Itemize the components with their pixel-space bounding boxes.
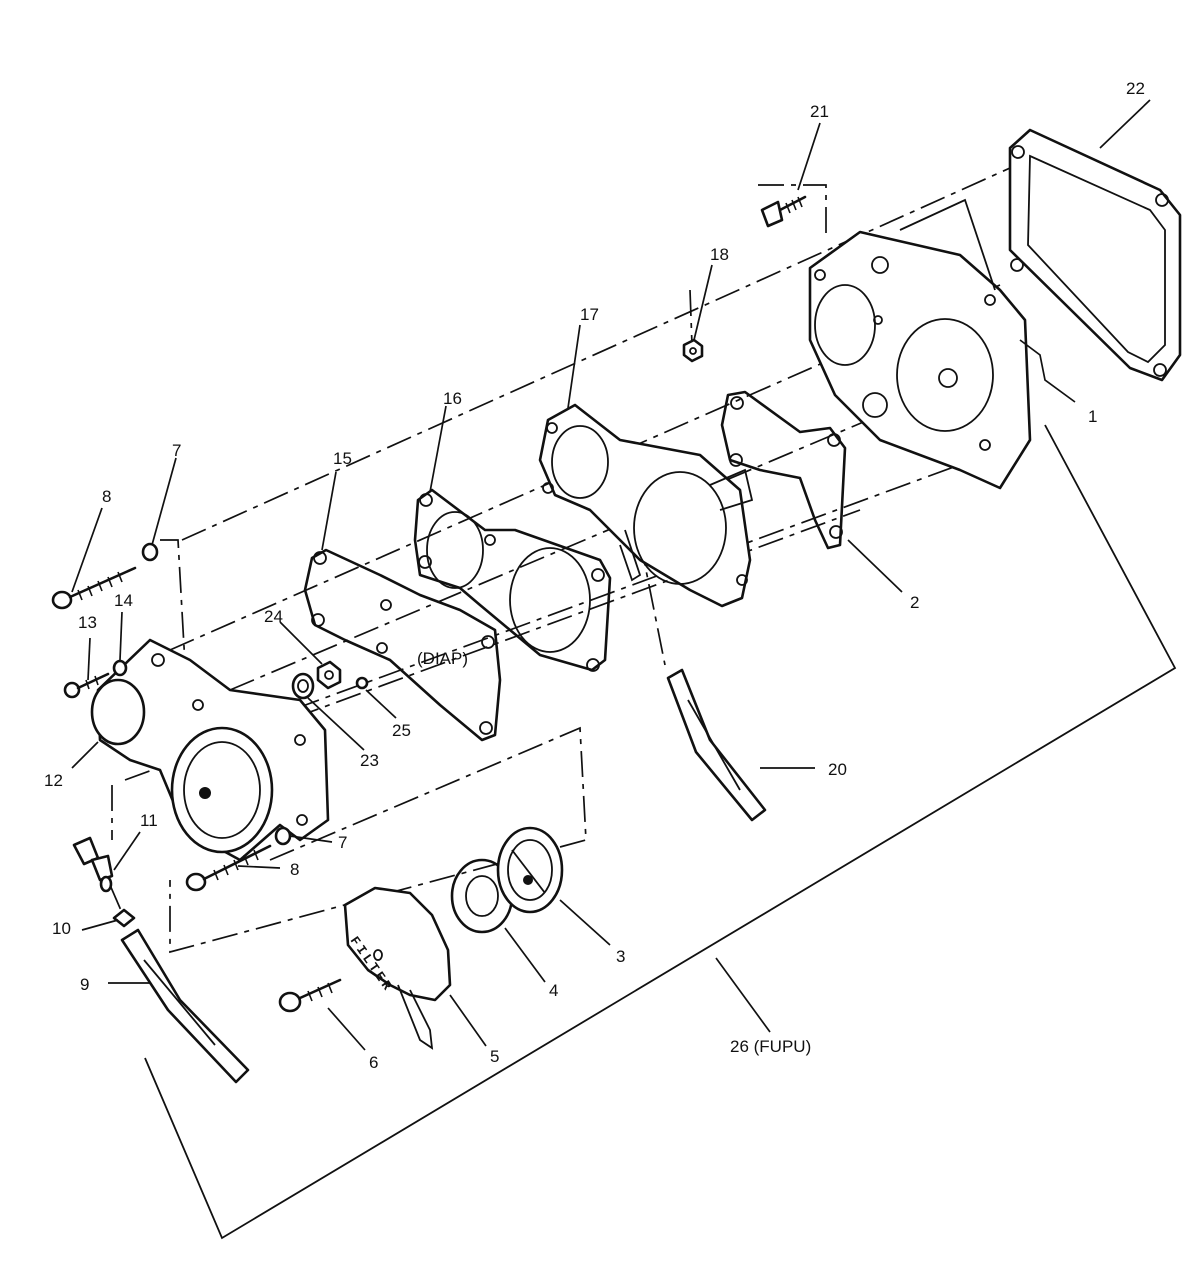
- part-7-washer-upper: [141, 542, 159, 562]
- part-18-nut: [682, 338, 704, 363]
- callout-18: 18: [710, 245, 729, 264]
- part-5-filter-bowl: [343, 886, 452, 1050]
- callout-15: 15: [333, 449, 352, 468]
- callout-6: 6: [369, 1053, 378, 1072]
- part-1-pump-body: [808, 198, 1032, 490]
- part-12-pump-cover: [90, 638, 330, 862]
- callout-1: 1: [1088, 407, 1097, 426]
- callout-13: 13: [78, 613, 97, 632]
- callout-20: 20: [828, 760, 847, 779]
- part-23-washer: [291, 672, 315, 700]
- callout-26: 26 (FUPU): [730, 1037, 811, 1056]
- part-24-nut: [316, 660, 342, 690]
- callout-8-lower: 8: [290, 860, 299, 879]
- callout-17: 17: [580, 305, 599, 324]
- part-8-screw-lower: [185, 844, 272, 892]
- part-9-hose: [120, 928, 250, 1084]
- callout-7-upper: 7: [172, 441, 181, 460]
- part-14-washer: [112, 659, 128, 677]
- callout-24: 24: [264, 607, 283, 626]
- callout-11: 11: [140, 811, 158, 830]
- callout-3: 3: [616, 947, 625, 966]
- callout-5: 5: [490, 1047, 499, 1066]
- part-21-screw: [760, 195, 807, 228]
- callout-25: 25: [392, 721, 411, 740]
- callout-9: 9: [80, 975, 89, 994]
- part-22-mounting-gasket: [1008, 128, 1182, 382]
- part-10-clamp: [112, 908, 136, 928]
- part-7-washer-lower: [274, 826, 292, 846]
- part-26-assembly-bracket: [144, 424, 1177, 1240]
- part-3-filter-screen: [496, 826, 564, 914]
- part-11-fitting: [72, 836, 114, 893]
- part-16-valve-gasket: [413, 488, 612, 672]
- callout-14: 14: [114, 591, 133, 610]
- callout-22: 22: [1126, 79, 1145, 98]
- callout-23: 23: [360, 751, 379, 770]
- part-6-screw: [278, 978, 342, 1013]
- part-8-screw-upper: [51, 566, 137, 610]
- callout-21: 21: [810, 102, 829, 121]
- part-17-valve-housing: [538, 403, 754, 608]
- part-2-bracket: [720, 390, 847, 550]
- callout-16: 16: [443, 389, 462, 408]
- callout-8-upper: 8: [102, 487, 111, 506]
- callout-2: 2: [910, 593, 919, 612]
- callout-4: 4: [549, 981, 558, 1000]
- callout-7-lower: 7: [338, 833, 347, 852]
- callout-labels: 1 2 3 4 5 6 7 7 8 8 9 10 11 12 13 14 15 …: [44, 79, 1145, 1072]
- diaphragm-label: (DIAP): [417, 649, 468, 668]
- callout-12: 12: [44, 771, 63, 790]
- callout-10: 10: [52, 919, 71, 938]
- leader-lines: [71, 99, 1151, 1051]
- part-15-diaphragm: [303, 548, 502, 742]
- part-20-hose: [666, 668, 767, 822]
- part-13-screw: [63, 672, 110, 699]
- part-25-screw: [355, 676, 369, 690]
